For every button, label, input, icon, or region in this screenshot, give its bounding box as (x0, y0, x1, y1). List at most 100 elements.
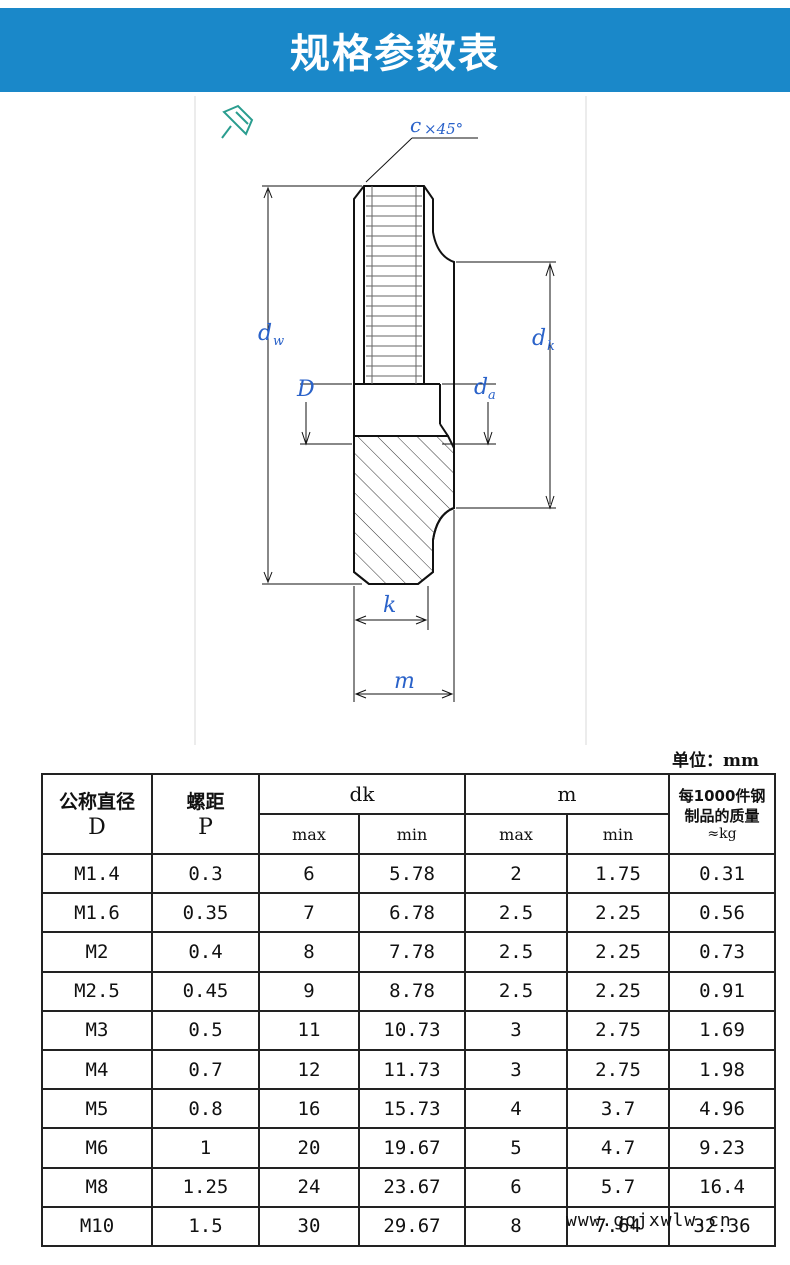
cell-m-max: 6 (464, 1166, 569, 1208)
cell-m-max: 3 (464, 1009, 569, 1051)
cell-pitch: 1 (151, 1127, 260, 1169)
pin-icon (221, 104, 254, 139)
chamfer-c-label: c (410, 113, 421, 137)
cell-m-max: 2.5 (464, 892, 569, 934)
cell-mass: 0.56 (668, 892, 777, 934)
cell-m-min: 2.25 (566, 970, 671, 1012)
table-row: M3 0.5 11 10.73 3 2.75 1.69 (41, 1009, 777, 1051)
cell-mass: 32.36 (668, 1205, 777, 1247)
cell-pitch: 0.45 (151, 970, 260, 1012)
cell-m-min: 5.7 (566, 1166, 671, 1208)
dk-min-header: min (357, 813, 467, 855)
cell-m-max: 2 (464, 852, 569, 895)
cell-size: M1.6 (41, 892, 153, 934)
cell-size: M4 (41, 1048, 153, 1091)
cell-m-min: 2.25 (566, 892, 671, 934)
site-watermark: www.gqjxwlw.cn (566, 1210, 732, 1231)
cell-dk-min: 29.67 (357, 1205, 467, 1247)
cell-m-max: 2.5 (464, 931, 569, 973)
cell-m-max: 8 (464, 1205, 569, 1247)
cell-pitch: 1.25 (151, 1166, 260, 1208)
cell-m-min: 2.75 (566, 1009, 671, 1051)
mass-header-line1: 每1000件钢 (678, 787, 766, 805)
cell-dk-max: 7 (258, 892, 360, 934)
cell-dk-max: 11 (258, 1009, 360, 1051)
pitch-cn: 螺距 (186, 790, 225, 813)
nominal-diameter-header: 公称直径 D (41, 773, 153, 855)
cell-m-min: 1.75 (566, 852, 671, 895)
dw-label: d (258, 321, 272, 346)
cell-m-min: 2.75 (566, 1048, 671, 1091)
table-row: M8 1.25 24 23.67 6 5.7 16.4 (41, 1166, 777, 1208)
mass-header-unit: ≈kg (707, 826, 737, 842)
table-row: M6 1 20 19.67 5 4.7 9.23 (41, 1127, 777, 1169)
cell-size: M5 (41, 1088, 153, 1130)
table-row: M2 0.4 8 7.78 2.5 2.25 0.73 (41, 931, 777, 973)
table-row: M1.4 0.3 6 5.78 2 1.75 0.31 (41, 852, 777, 895)
dw-subscript: w (273, 334, 284, 349)
cell-pitch: 0.4 (151, 931, 260, 973)
cell-dk-max: 6 (258, 852, 360, 895)
cell-dk-min: 23.67 (357, 1166, 467, 1208)
cell-mass: 0.91 (668, 970, 777, 1012)
cell-mass: 16.4 (668, 1166, 777, 1208)
cell-size: M2 (41, 931, 153, 973)
cell-mass: 0.31 (668, 852, 777, 895)
table-row: M1.6 0.35 7 6.78 2.5 2.25 0.56 (41, 892, 777, 934)
cell-dk-max: 30 (258, 1205, 360, 1247)
cell-m-max: 4 (464, 1088, 569, 1130)
cell-pitch: 0.5 (151, 1009, 260, 1051)
page-title: 规格参数表 (290, 31, 500, 77)
cell-mass: 4.96 (668, 1088, 777, 1130)
da-subscript: a (488, 388, 496, 403)
cell-dk-min: 7.78 (357, 931, 467, 973)
dimension-lines (262, 137, 556, 702)
cell-dk-min: 11.73 (357, 1048, 467, 1091)
cell-size: M3 (41, 1009, 153, 1051)
cell-pitch: 0.8 (151, 1088, 260, 1130)
cell-mass: 9.23 (668, 1127, 777, 1169)
cell-size: M8 (41, 1166, 153, 1208)
cell-mass: 0.73 (668, 931, 777, 973)
cell-dk-max: 8 (258, 931, 360, 973)
table-row: M5 0.8 16 15.73 4 3.7 4.96 (41, 1088, 777, 1130)
cell-size: M2.5 (41, 970, 153, 1012)
cell-pitch: 0.7 (151, 1048, 260, 1091)
dk-group-header: dk (257, 773, 467, 815)
cell-dk-max: 16 (258, 1088, 360, 1130)
knurl-lines (366, 186, 422, 384)
nominal-diameter-symbol: D (88, 814, 106, 840)
dk-max-header: max (258, 813, 360, 855)
cell-size: M1.4 (41, 852, 153, 895)
table-row: M2.5 0.45 9 8.78 2.5 2.25 0.91 (41, 970, 777, 1012)
cell-m-max: 5 (464, 1127, 569, 1169)
dk-subscript: k (547, 339, 555, 354)
da-label: d (474, 375, 488, 400)
cell-mass: 1.69 (668, 1009, 777, 1051)
table-row: M4 0.7 12 11.73 3 2.75 1.98 (41, 1048, 777, 1091)
cell-dk-min: 8.78 (357, 970, 467, 1012)
cell-m-min: 2.25 (566, 931, 671, 973)
mass-header-line2: 制品的质量 (684, 807, 760, 825)
cell-mass: 1.98 (668, 1048, 777, 1091)
cell-dk-min: 10.73 (357, 1009, 467, 1051)
cell-m-max: 3 (464, 1048, 569, 1091)
cell-dk-min: 19.67 (357, 1127, 467, 1169)
spec-table: 公称直径 D 螺距 P dk m 每1000件钢 制品的质量 ≈kg max m… (41, 773, 777, 1247)
D-label: D (296, 377, 315, 402)
k-label: k (383, 593, 396, 618)
cell-size: M10 (41, 1205, 153, 1247)
m-group-header: m (464, 773, 671, 815)
hatched-section (353, 435, 455, 585)
cell-m-max: 2.5 (464, 970, 569, 1012)
cell-dk-min: 6.78 (357, 892, 467, 934)
m-label: m (394, 669, 415, 694)
cell-dk-max: 24 (258, 1166, 360, 1208)
m-min-header: min (566, 813, 671, 855)
cell-pitch: 0.3 (151, 852, 260, 895)
title-banner: 规格参数表 (0, 8, 790, 92)
m-max-header: max (464, 813, 569, 855)
cell-dk-max: 9 (258, 970, 360, 1012)
cell-size: M6 (41, 1127, 153, 1169)
mass-header: 每1000件钢 制品的质量 ≈kg (668, 773, 777, 855)
